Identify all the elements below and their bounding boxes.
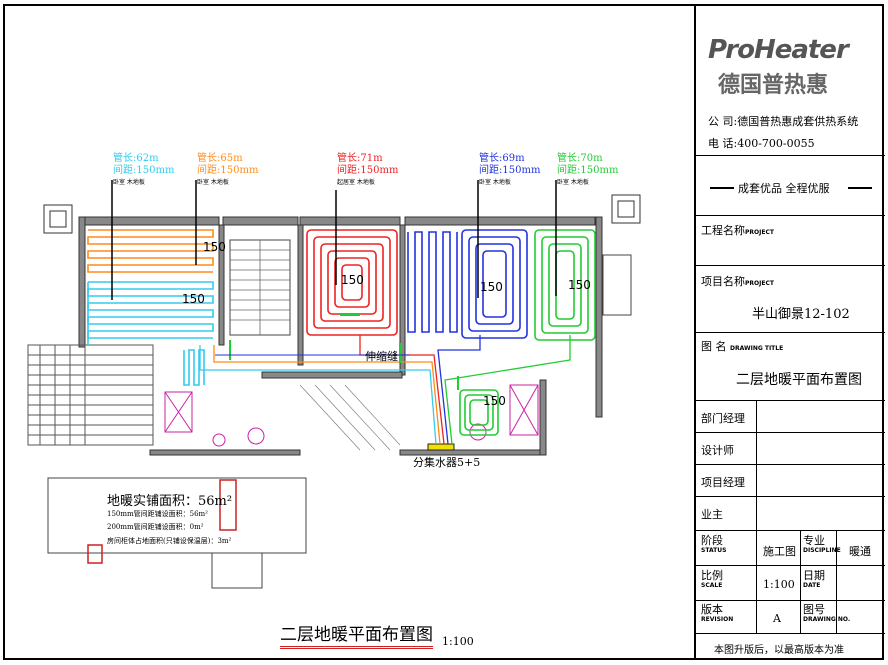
loop-1-note: 卧室 木地板 — [113, 179, 145, 186]
loop-green-small-ring-2 — [469, 399, 489, 426]
loop-1-length: 管长:62m — [113, 153, 159, 164]
item-name-label: 项目名称PROJECT — [701, 275, 774, 288]
drawing-title: 二层地暖平面布置图 — [280, 620, 433, 649]
loop-cyan-hall — [183, 349, 205, 386]
loop-5-length: 管长:70m — [557, 153, 603, 164]
scale-value: 1:100 — [763, 578, 795, 591]
loop-4-note: 卧室 木地板 — [479, 179, 511, 186]
pitch-mark-2: 150 — [182, 292, 205, 306]
loop-5-label: 管长:70m 间距:150mm 卧室 木地板 — [557, 153, 618, 189]
company-phone: 电 话:400-700-0055 — [708, 137, 815, 150]
revision-value: A — [773, 612, 781, 625]
area-summary-line1: 150mm管间距铺设面积：56m² — [107, 510, 208, 518]
loop-green-ring-1 — [541, 236, 589, 334]
manifold-symbol — [427, 443, 455, 451]
loop-4-spacing: 间距:150mm — [479, 165, 541, 176]
item-name-value: 半山御景12-102 — [752, 307, 850, 322]
loop-5-spacing: 间距:150mm — [557, 165, 619, 176]
loop-green-ring-2 — [548, 243, 582, 327]
loop-red-ring-5 — [341, 264, 363, 301]
drawing-scale: 1:100 — [442, 635, 474, 648]
loop-3-label: 管长:71m 间距:150mm 起居室 木地板 — [337, 153, 398, 189]
stage-value: 施工图 — [763, 545, 796, 558]
loop-5-note: 卧室 木地板 — [557, 179, 589, 186]
area-summary-line3: 房间柜体占地面积(只铺设保温层)：3m² — [107, 537, 232, 545]
loop-2-label: 管长:65m 间距:150mm 卧室 木地板 — [197, 153, 258, 189]
loop-2-spacing: 间距:150mm — [197, 165, 259, 176]
loop-green-ring-0 — [534, 229, 596, 341]
expansion-joint-marks — [229, 314, 459, 390]
drawing-name-label: 图 名 DRAWING TITLE — [701, 340, 784, 353]
loop-2-note: 卧室 木地板 — [197, 179, 229, 186]
loop-orange — [87, 229, 214, 273]
discipline-value: 暖通 — [849, 545, 871, 558]
loop-green-small-ring-1 — [464, 394, 494, 431]
company-name: 公 司:德国普热惠成套供热系统 — [708, 115, 859, 128]
loop-blue-ring-2 — [475, 243, 514, 325]
pitch-mark-1: 150 — [203, 240, 226, 254]
loop-blue-ring-1 — [468, 236, 521, 332]
loop-4-label: 管长:69m 间距:150mm 卧室 木地板 — [479, 153, 540, 189]
loop-green-small-ring-0 — [459, 389, 499, 436]
loop-3-length: 管长:71m — [337, 153, 383, 164]
loop-3-spacing: 间距:150mm — [337, 165, 399, 176]
floor-plan-walls — [27, 194, 641, 589]
loop-cyan — [87, 281, 214, 339]
area-summary-line2: 200mm管间距铺设面积：0m² — [107, 523, 204, 531]
loop-red-ring-4 — [334, 257, 370, 308]
expansion-joint-label: 伸缩缝 — [365, 350, 398, 363]
area-summary-title: 地暖实铺面积：56m² — [107, 494, 233, 509]
loop-4-length: 管长:69m — [479, 153, 525, 164]
pitch-mark-5: 150 — [568, 278, 591, 292]
loop-1-label: 管长:62m 间距:150mm 卧室 木地板 — [113, 153, 174, 189]
heating-loops — [87, 229, 596, 436]
loop-red-ring-2 — [320, 243, 384, 322]
loop-red-ring-1 — [313, 236, 391, 329]
dept-manager-label: 部门经理 — [701, 412, 745, 425]
pitch-mark-6: 150 — [483, 394, 506, 408]
company-logo-sub: 德国普热惠 — [718, 73, 829, 98]
loop-red-ring-0 — [306, 229, 398, 336]
footer-note: 本图升版后，以最高版本为准 — [714, 645, 844, 656]
project-name-label: 工程名称PROJECT — [701, 224, 774, 237]
manifold-label: 分集水器5+5 — [413, 456, 481, 469]
loop-1-spacing: 间距:150mm — [113, 165, 175, 176]
slogan: 成套优品 全程优服 — [738, 182, 830, 195]
project-manager-label: 项目经理 — [701, 476, 745, 489]
loop-blue-left — [407, 231, 458, 333]
pitch-mark-3: 150 — [341, 273, 364, 287]
pitch-mark-4: 150 — [480, 280, 503, 294]
company-logo: ProHeater — [708, 35, 849, 65]
label-leaders — [111, 180, 557, 300]
loop-blue-ring-3 — [482, 250, 507, 318]
loop-blue-ring-0 — [461, 229, 528, 339]
title-block: ProHeater 德国普热惠 公 司:德国普热惠成套供热系统 电 话:400-… — [694, 5, 885, 659]
loop-2-length: 管长:65m — [197, 153, 243, 164]
loop-3-note: 起居室 木地板 — [337, 179, 375, 186]
owner-label: 业主 — [701, 508, 723, 521]
designer-label: 设计师 — [701, 444, 734, 457]
drawing-name-value: 二层地暖平面布置图 — [736, 372, 862, 388]
